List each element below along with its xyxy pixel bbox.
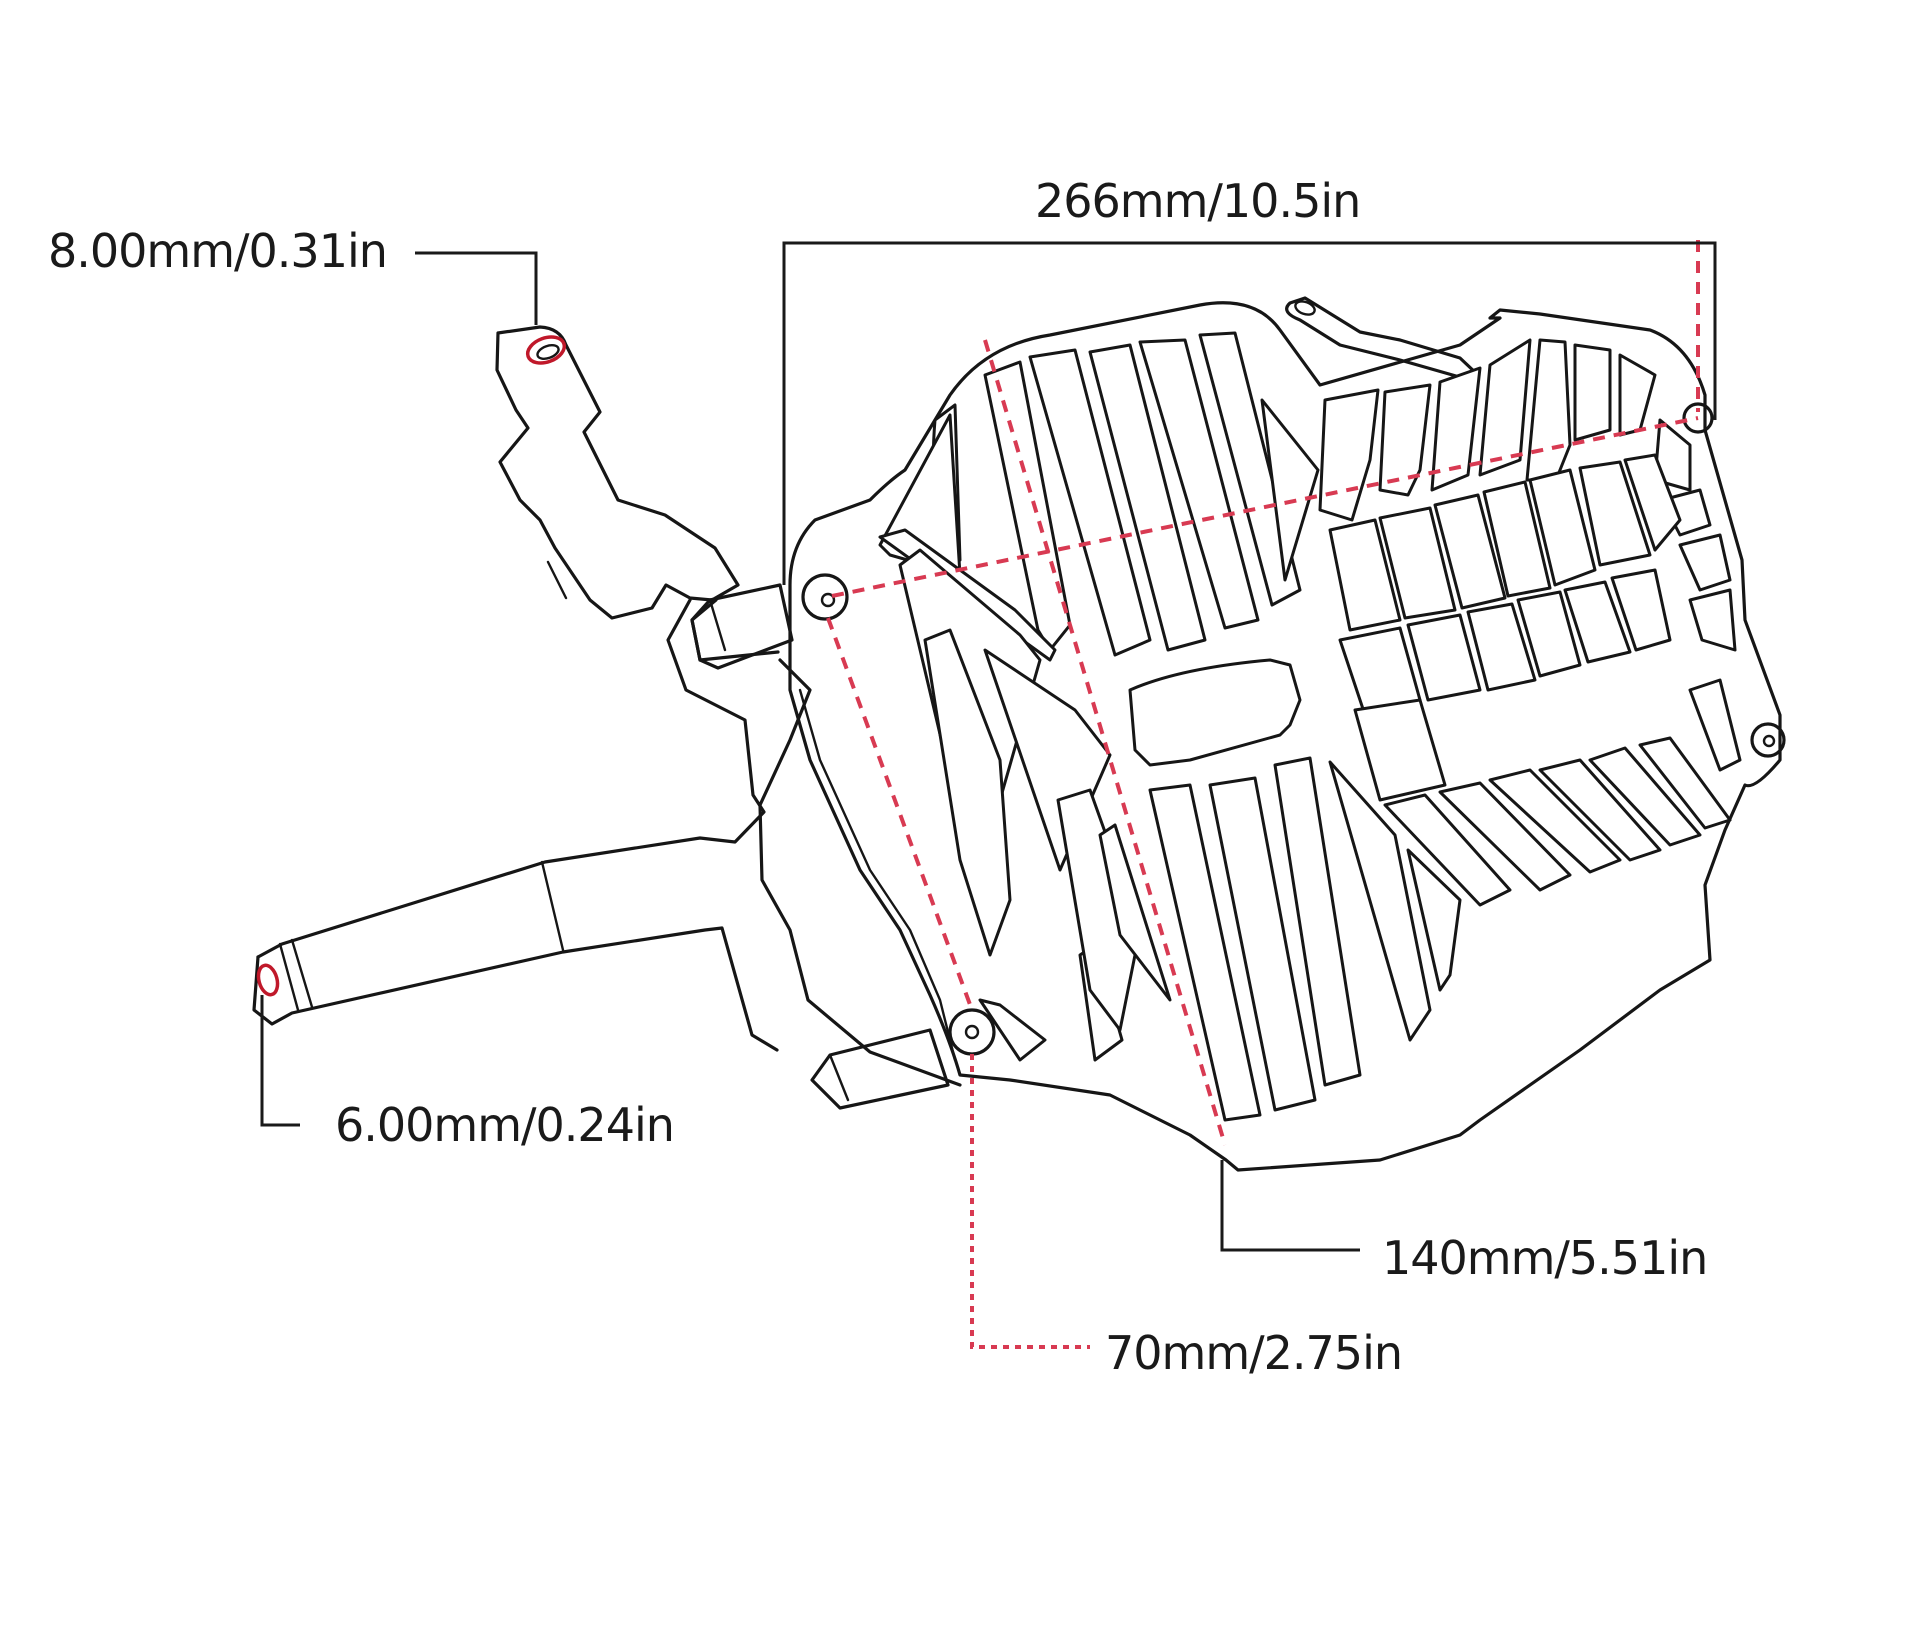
grille-slots <box>878 331 1462 1122</box>
grille-height-line <box>983 339 1227 1146</box>
overall-width-label: 266mm/10.5in <box>1035 174 1361 228</box>
overall-width-dimension-line <box>782 241 1717 585</box>
upper-mount-bracket <box>495 325 740 620</box>
grille-height-label: 140mm/5.51in <box>1382 1231 1708 1285</box>
upper-bracket-hole-icon <box>525 335 567 365</box>
grille-mesh-right <box>1318 338 1742 907</box>
mount-hole-left-icon <box>801 573 849 621</box>
lower-mount-bracket <box>252 598 779 1052</box>
upper-hole-leader <box>415 251 538 325</box>
side-mount-plate <box>690 583 962 1110</box>
leader-lines <box>260 241 1717 1252</box>
left-mount-vertical-line <box>826 617 974 1011</box>
lower-hole-diameter-label: 6.00mm/0.24in <box>335 1098 675 1152</box>
mount-hole-bottom-icon <box>948 1008 996 1056</box>
lower-hole-leader <box>260 995 300 1127</box>
mount-spacing-label: 70mm/2.75in <box>1105 1326 1403 1380</box>
grille-height-leader <box>1220 1160 1360 1252</box>
mount-hole-top-right-icon <box>1682 402 1714 434</box>
grille-frame <box>788 296 1786 1172</box>
lower-bracket-hole-icon <box>256 963 280 997</box>
measurement-lines <box>826 240 1700 1349</box>
mount-hole-right-icon <box>1750 722 1786 758</box>
upper-hole-diameter-label: 8.00mm/0.31in <box>48 224 388 278</box>
mount-spacing-line <box>970 1054 1090 1349</box>
horizontal-mount-line <box>831 416 1699 598</box>
